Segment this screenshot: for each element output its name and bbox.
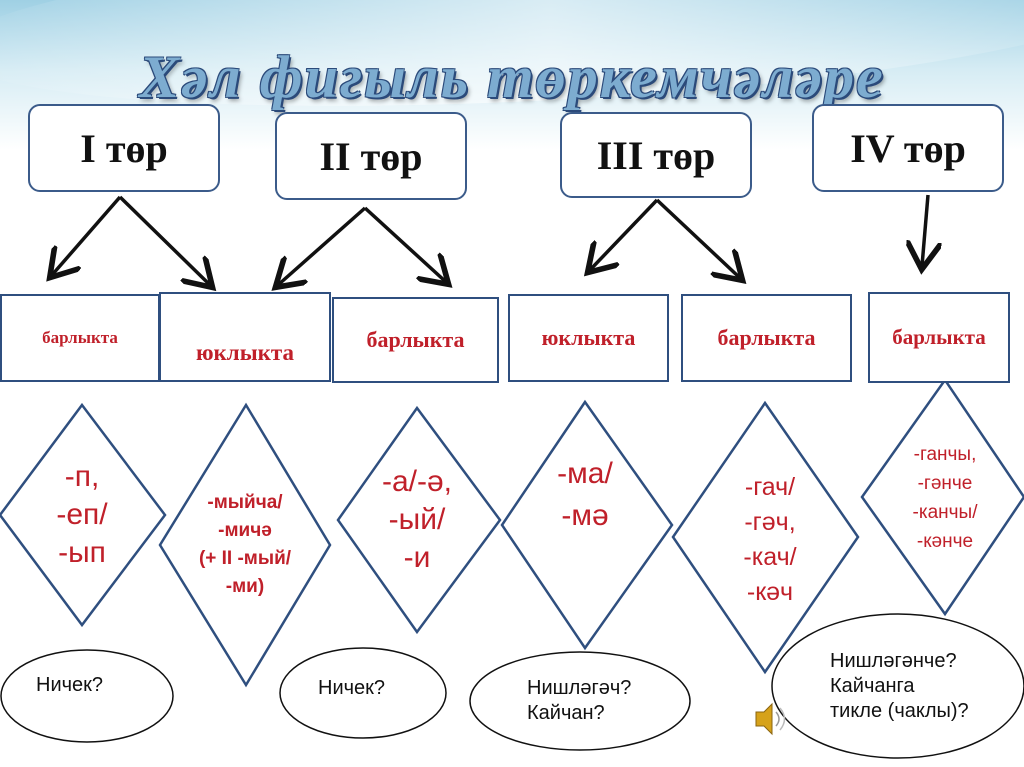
suffix-text-5: -гач/ -гәч, -кач/ -кәч <box>710 460 830 620</box>
suffix-diamond-5 <box>671 400 860 675</box>
suffix-line: -ма/ <box>557 457 613 490</box>
question-ellipse-2 <box>279 647 447 739</box>
suffix-line: -и <box>403 541 431 574</box>
speaker-icon[interactable] <box>755 702 786 736</box>
suffix-diamond-1 <box>0 402 167 628</box>
form-label-1: барлыкта <box>42 328 118 347</box>
suffix-line: -п, <box>64 460 100 493</box>
question-ellipse-3 <box>469 651 691 751</box>
page-title: Хәл фигыль төркемчәләре <box>139 44 885 110</box>
question-line: тикле (чаклы)? <box>830 700 969 722</box>
form-box-6: барлыкта <box>868 292 1010 383</box>
question-text-2: Ничек? <box>318 676 385 701</box>
suffix-text-3: -а/-ә, -ый/ -и <box>357 450 477 590</box>
group-label-4: IV төр <box>850 125 966 171</box>
form-label-4: юклыкта <box>541 325 636 350</box>
suffix-line: -гач/ <box>744 473 796 501</box>
arrow-3b <box>655 198 740 278</box>
suffix-line: -кәч <box>746 578 794 606</box>
question-text-4: Нишләгәнче? Кайчанга тикле (чаклы)? <box>830 649 969 724</box>
form-label-5: барлыкта <box>717 325 816 350</box>
form-label-6: барлыкта <box>892 325 986 349</box>
suffix-line: -канчы/ <box>912 501 978 523</box>
group-label-1: I төр <box>80 125 168 171</box>
question-ellipse-1 <box>0 649 174 743</box>
suffix-text-1: -п, -еп/ -ып <box>22 435 142 595</box>
arrow-1a <box>52 195 122 275</box>
question-line: Нишләгәч? <box>527 677 632 699</box>
question-line: Кайчан? <box>527 702 605 724</box>
suffix-line: -ми) <box>225 576 265 597</box>
suffix-diamond-6 <box>860 377 1024 617</box>
form-box-4: юклыкта <box>508 294 669 382</box>
group-box-3: III төр <box>560 112 752 198</box>
group-box-1: I төр <box>28 104 220 192</box>
question-line: Нишләгәнче? <box>830 650 957 672</box>
suffix-line: -мә <box>561 499 609 532</box>
suffix-text-6: -ганчы, -гәнче -канчы/ -кәнче <box>880 430 1010 565</box>
form-box-5: барлыкта <box>681 294 852 382</box>
form-box-3: барлыкта <box>332 297 499 383</box>
question-line: Кайчанга <box>830 675 915 697</box>
suffix-line: -мичә <box>218 520 272 541</box>
suffix-line: -гәнче <box>917 472 973 494</box>
arrow-1b <box>118 195 210 285</box>
question-line: Ничек? <box>36 674 104 696</box>
suffix-diamond-4 <box>500 399 674 651</box>
question-text-3: Нишләгәч? Кайчан? <box>527 676 631 726</box>
question-text-1: Ничек? <box>36 673 103 698</box>
suffix-text-4: -ма/ -мә <box>525 445 645 545</box>
suffix-line: -а/-ә, <box>381 465 453 498</box>
suffix-line: -ый/ <box>388 503 446 536</box>
group-label-2: II төр <box>319 133 423 179</box>
suffix-line: -еп/ <box>56 498 108 531</box>
form-box-2: юклыкта <box>159 292 331 382</box>
group-label-3: III төр <box>596 132 716 178</box>
arrow-2a <box>278 206 367 285</box>
form-box-1: барлыкта <box>0 294 160 382</box>
suffix-line: -мыйча/ <box>207 492 283 513</box>
suffix-diamond-3 <box>336 405 502 635</box>
suffix-text-2: -мыйча/ -мичә (+ II -мый/ -ми) <box>165 465 325 625</box>
suffix-line: -кач/ <box>743 543 797 571</box>
suffix-line: -ганчы, <box>913 443 977 465</box>
question-line: Ничек? <box>318 677 386 699</box>
question-ellipse-4 <box>771 613 1024 759</box>
form-label-2: юклыкта <box>195 340 295 365</box>
suffix-diamond-2 <box>158 402 332 688</box>
arrow-4 <box>922 194 928 266</box>
group-box-2: II төр <box>275 112 467 200</box>
arrow-3a <box>590 198 659 270</box>
suffix-line: (+ II -мый/ <box>198 548 292 569</box>
suffix-line: -ып <box>58 536 106 569</box>
form-label-3: барлыкта <box>366 327 465 352</box>
arrow-2b <box>363 206 446 282</box>
suffix-line: -гәч, <box>744 508 796 536</box>
suffix-line: -кәнче <box>916 530 974 552</box>
group-box-4: IV төр <box>812 104 1004 192</box>
